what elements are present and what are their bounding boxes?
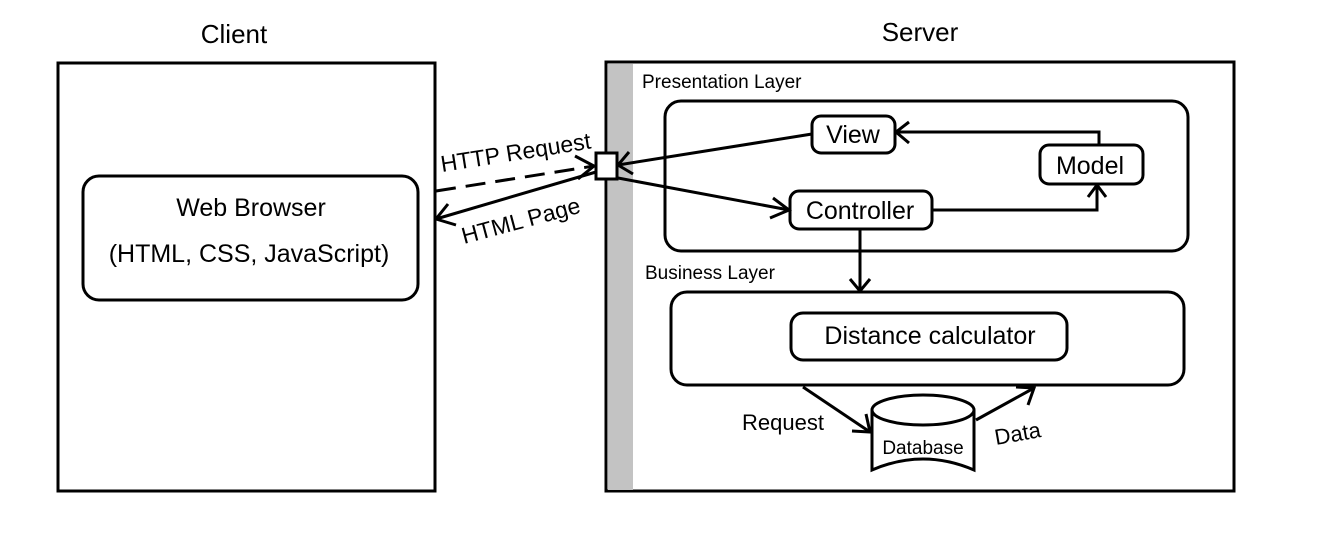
database-cylinder: [870, 410, 976, 473]
html-page-arrow: [435, 170, 597, 221]
database-to-business-arrow: [975, 386, 1035, 422]
business-layer-label: Business Layer: [645, 263, 776, 284]
server-port: [594, 151, 619, 181]
presentation-layer-label: Presentation Layer: [642, 72, 802, 93]
database-request-label: Request: [742, 410, 824, 435]
web-browser-label: Web Browser: [176, 194, 326, 222]
controller-to-model-arrowhead: [1086, 182, 1108, 198]
view-to-port-arrow: [617, 132, 813, 167]
distance-calculator-label: Distance calculator: [824, 322, 1035, 350]
server-box: [604, 60, 1236, 493]
distance-calculator-box: [789, 311, 1069, 362]
html-page-label: HTML Page: [459, 192, 583, 249]
controller-to-model-arrow: [932, 185, 1099, 212]
model-label: Model: [1056, 152, 1124, 180]
controller-to-business-arrowhead: [848, 278, 872, 294]
server-title: Server: [882, 17, 959, 47]
web-browser-tech-label: (HTML, CSS, JavaScript): [109, 240, 390, 268]
business-layer-box: [669, 290, 1186, 387]
database-cylinder-top: [870, 393, 976, 427]
model-to-view-arrow: [896, 130, 1101, 145]
model-box: [1038, 143, 1145, 186]
http-request-arrow: [435, 164, 595, 193]
database-data-label: Data: [993, 417, 1044, 450]
port-to-controller-arrowhead: [769, 196, 792, 220]
html-page-arrowhead: [433, 203, 457, 227]
controller-label: Controller: [806, 197, 914, 225]
model-to-view-arrowhead: [893, 120, 910, 145]
view-to-port-arrowhead: [615, 151, 634, 176]
database-label: Database: [882, 438, 963, 459]
client-title: Client: [201, 19, 268, 49]
client-box: [56, 61, 437, 493]
web-browser-box: [81, 174, 420, 302]
presentation-layer-box: [663, 99, 1190, 253]
port-to-controller-arrow: [617, 176, 790, 212]
server-gray-bar: [608, 64, 633, 490]
database-to-business-arrowhead: [1015, 385, 1037, 406]
business-to-database-arrow: [802, 385, 871, 434]
view-label: View: [826, 121, 881, 149]
business-to-database-arrowhead: [851, 413, 872, 434]
